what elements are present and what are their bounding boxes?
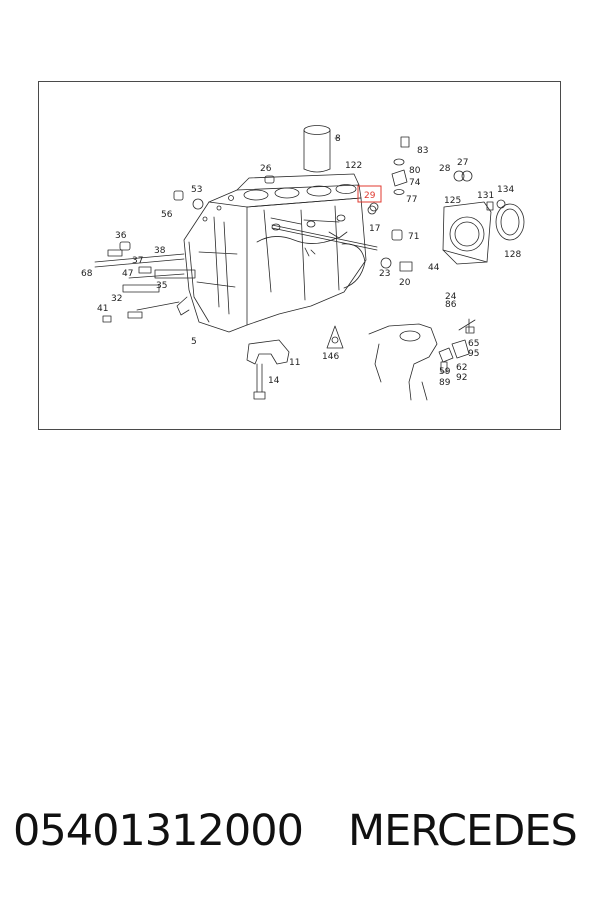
callout-80: 80 xyxy=(409,166,421,176)
rear-cover-plate xyxy=(442,201,492,265)
callout-59: 59 xyxy=(439,367,451,377)
callout-62: 62 xyxy=(456,363,467,373)
callout-labels: 8 122 26 53 56 83 80 74 77 28 27 131 134… xyxy=(81,134,521,388)
cylinder-liner xyxy=(303,125,340,173)
callout-47: 47 xyxy=(122,269,133,279)
callout-35: 35 xyxy=(156,281,167,291)
diagram-frame: 29 8 122 26 53 56 83 80 74 77 28 27 131 … xyxy=(38,81,561,430)
timing-cover-section xyxy=(368,323,438,401)
seal-ring xyxy=(495,203,525,241)
callout-86: 86 xyxy=(445,300,457,310)
callout-27: 27 xyxy=(457,158,468,168)
callout-41: 41 xyxy=(97,304,108,314)
callout-146: 146 xyxy=(322,352,339,362)
callout-71: 71 xyxy=(408,232,419,242)
callout-32: 32 xyxy=(111,294,122,304)
callout-128: 128 xyxy=(504,250,521,260)
callout-131: 131 xyxy=(477,191,494,201)
callout-11: 11 xyxy=(289,358,300,368)
callout-36: 36 xyxy=(115,231,127,241)
callout-74: 74 xyxy=(409,178,421,188)
brand-name: MERCEDES xyxy=(348,806,578,856)
callout-37: 37 xyxy=(132,256,143,266)
part-number: 05401312000 xyxy=(13,806,304,856)
callout-44: 44 xyxy=(428,263,440,273)
callout-77: 77 xyxy=(406,195,417,205)
small-parts xyxy=(94,136,506,373)
highlight-label: 29 xyxy=(364,191,376,201)
callout-24: 24 xyxy=(445,292,457,302)
callout-26: 26 xyxy=(260,164,272,174)
callout-56: 56 xyxy=(161,210,173,220)
engine-block xyxy=(176,173,367,333)
highlight-box xyxy=(357,185,382,203)
callout-23: 23 xyxy=(379,269,390,279)
drain-plate xyxy=(326,325,344,349)
engine-block-exploded-diagram: 29 8 122 26 53 56 83 80 74 77 28 27 131 … xyxy=(81,125,525,401)
callout-95: 95 xyxy=(468,349,479,359)
callout-65: 65 xyxy=(468,339,479,349)
callout-8: 8 xyxy=(335,134,341,144)
callout-28: 28 xyxy=(439,164,451,174)
callout-83: 83 xyxy=(417,146,428,156)
highlighted-part xyxy=(367,205,377,215)
bearing-bracket xyxy=(246,339,290,365)
callout-134: 134 xyxy=(497,185,514,195)
callout-125: 125 xyxy=(444,196,461,206)
long-bolt xyxy=(253,363,266,400)
callout-53: 53 xyxy=(191,185,202,195)
callout-5: 5 xyxy=(191,337,197,347)
callout-38: 38 xyxy=(154,246,166,256)
callout-20: 20 xyxy=(399,278,411,288)
callout-89: 89 xyxy=(439,378,451,388)
callout-92: 92 xyxy=(456,373,467,383)
callout-68: 68 xyxy=(81,269,93,279)
callout-14: 14 xyxy=(268,376,280,386)
callout-122: 122 xyxy=(345,161,362,171)
caption-bar: 05401312000 MERCEDES xyxy=(0,800,600,870)
callout-17: 17 xyxy=(369,224,380,234)
